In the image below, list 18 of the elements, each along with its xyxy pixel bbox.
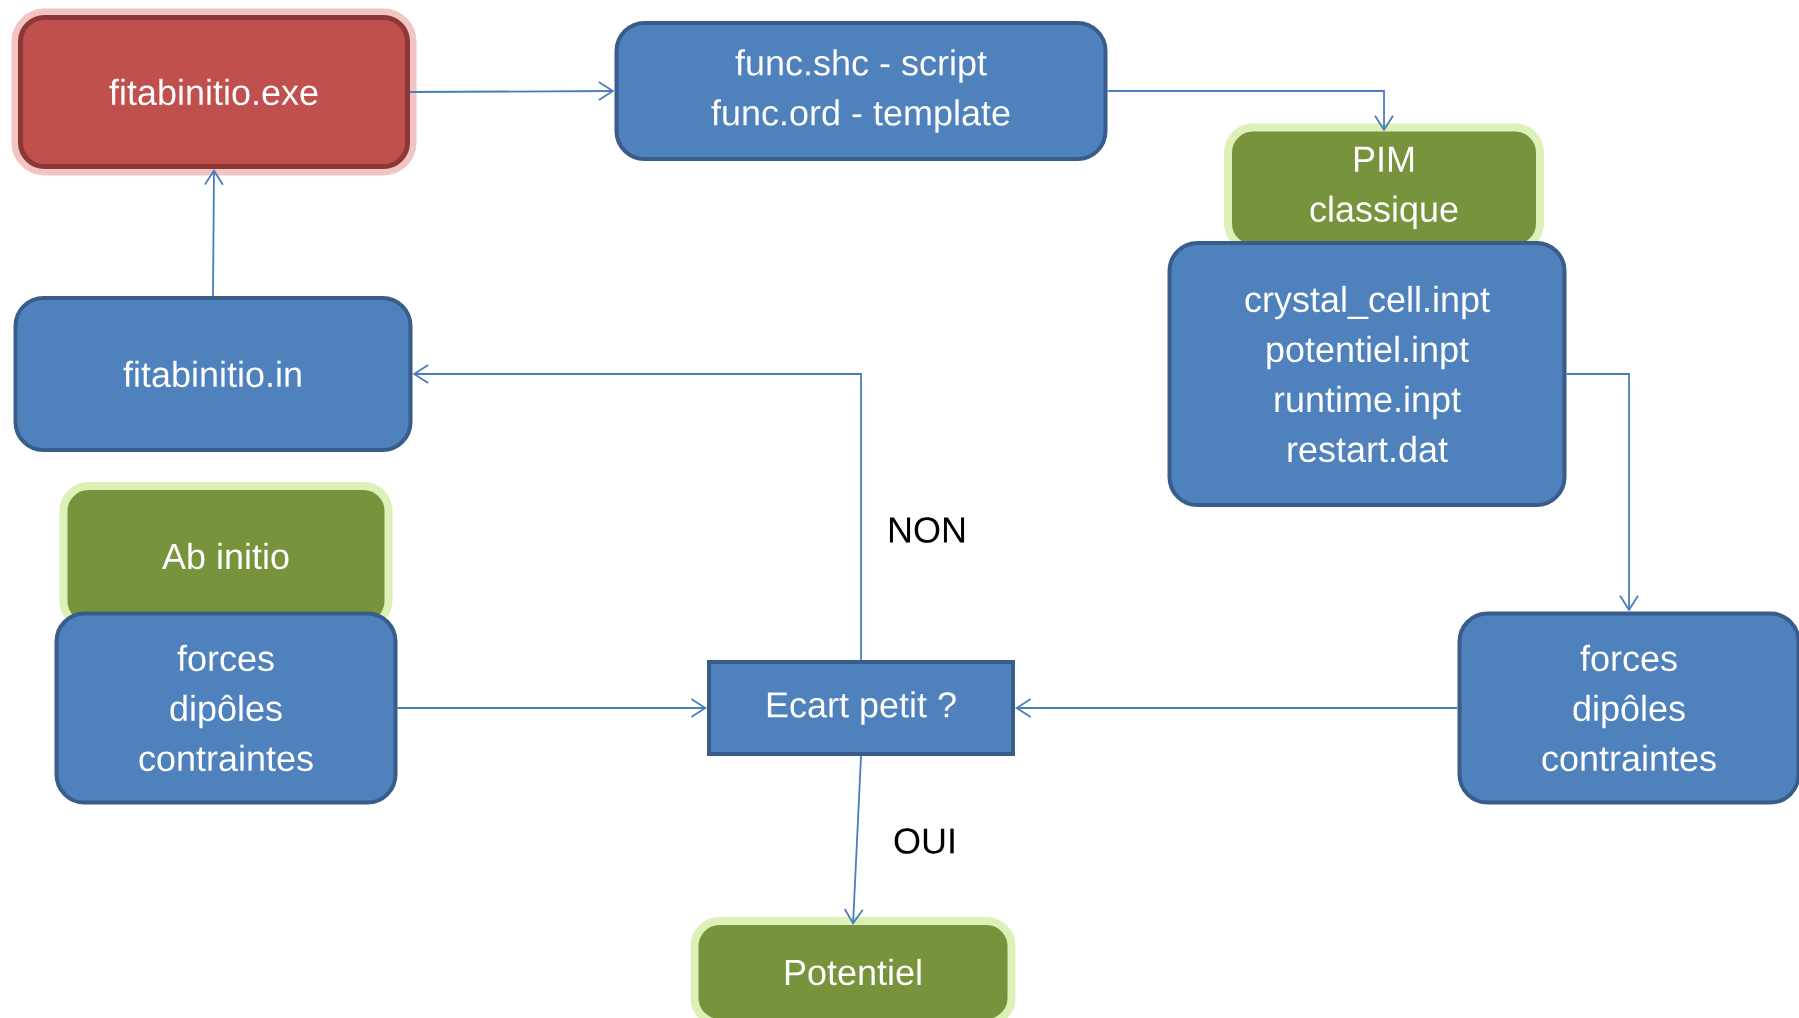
edge-label: OUI bbox=[889, 824, 961, 858]
arrow bbox=[396, 698, 707, 718]
arrow bbox=[1015, 698, 1459, 718]
result-box: Potentiel bbox=[690, 917, 1016, 1018]
edge-label: NON bbox=[883, 513, 971, 547]
program-box: fitabinitio.exe bbox=[11, 8, 417, 176]
file-box: func.shc - script func.ord - template bbox=[614, 21, 1108, 161]
arrow bbox=[843, 755, 864, 925]
arrow bbox=[1565, 373, 1639, 612]
file-box: fitabinitio.in bbox=[13, 296, 413, 452]
file-box: crystal_cell.inpt potentiel.inpt runtime.inpt restart.dat bbox=[1167, 241, 1567, 507]
arrow bbox=[204, 169, 224, 297]
decision-box: Ecart petit ? bbox=[707, 660, 1015, 756]
arrow bbox=[409, 81, 615, 101]
output-box: forces dipôles contraintes bbox=[54, 611, 398, 805]
output-box: forces dipôles contraintes bbox=[1457, 611, 1799, 805]
arrow bbox=[1106, 90, 1394, 132]
arrow bbox=[412, 364, 862, 661]
